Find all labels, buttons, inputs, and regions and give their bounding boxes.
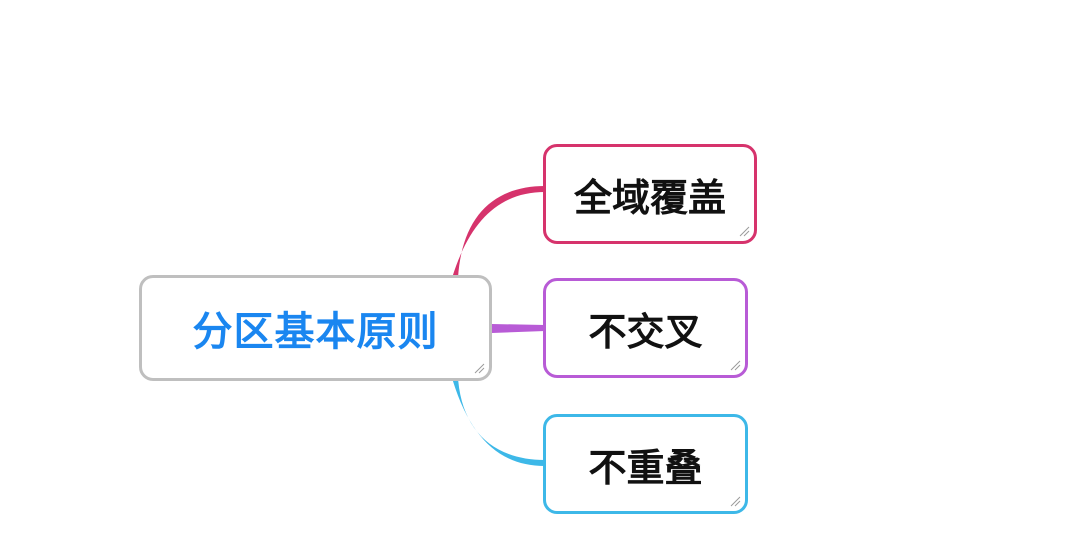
branch-connector-1 (492, 324, 545, 333)
subtopic-node-0[interactable]: 全域覆盖 (543, 144, 757, 244)
subtopic-node-2[interactable]: 不重叠 (543, 414, 748, 514)
branch-connector-0 (452, 186, 545, 278)
branch-connector-2 (452, 378, 545, 466)
root-topic-label: 分区基本原则 (192, 309, 439, 355)
subtopic-label-0: 全域覆盖 (573, 175, 726, 220)
resize-corner-icon (739, 226, 750, 237)
resize-corner-icon (730, 360, 741, 371)
resize-corner-icon (730, 496, 741, 507)
subtopic-label-1: 不交叉 (588, 309, 703, 354)
subtopic-node-1[interactable]: 不交叉 (543, 278, 748, 378)
subtopic-label-2: 不重叠 (588, 445, 703, 490)
resize-corner-icon (474, 363, 485, 374)
root-topic-node[interactable]: 分区基本原则 (139, 275, 492, 381)
